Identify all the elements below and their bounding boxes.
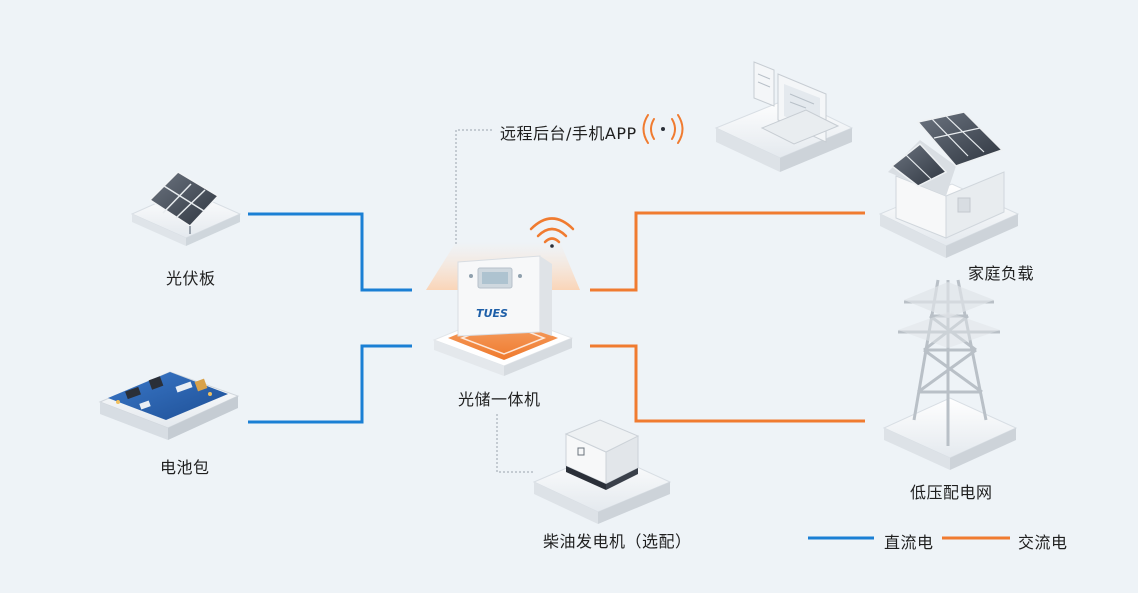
label-battery-pack: 电池包	[160, 458, 210, 477]
pv-panel-icon	[130, 171, 242, 246]
legend-ac-label: 交流电	[1018, 533, 1068, 552]
dc-line-battery	[248, 344, 412, 424]
diesel-generator-icon	[532, 419, 672, 524]
label-remote-app: 远程后台/手机APP	[500, 124, 637, 143]
comm-line-generator	[496, 414, 534, 473]
label-inverter: 光储一体机	[458, 390, 541, 409]
label-pv-panel: 光伏板	[166, 269, 216, 288]
wifi-icon	[529, 217, 575, 244]
grid-tower-icon	[882, 279, 1018, 470]
signal-dot-icon	[661, 127, 665, 131]
signal-broadcast-icon	[642, 114, 684, 144]
comm-line-remote	[455, 129, 494, 244]
ac-line-grid	[590, 344, 865, 423]
ac-line-home	[590, 211, 865, 292]
dc-line-pv	[248, 212, 412, 292]
house-icon	[878, 111, 1020, 258]
label-home-load: 家庭负载	[968, 264, 1035, 283]
inverter-brand-logo: TUES	[476, 307, 508, 320]
inverter-icon	[426, 242, 580, 376]
label-diesel-generator: 柴油发电机（选配）	[543, 532, 692, 551]
wifi-dot-icon	[550, 244, 554, 248]
legend-dc-label: 直流电	[884, 533, 934, 552]
label-grid: 低压配电网	[910, 483, 993, 502]
laptop-icon	[714, 61, 854, 172]
battery-pack-icon	[98, 371, 240, 440]
